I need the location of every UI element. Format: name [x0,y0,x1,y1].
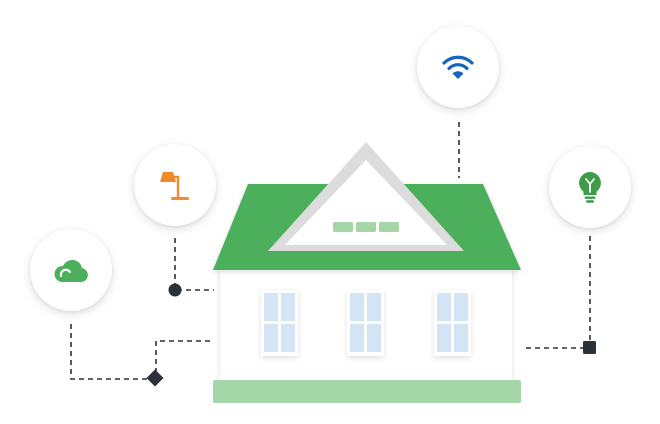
house [213,142,521,403]
window-center [347,290,384,356]
connector-cloud-upper [155,340,214,373]
attic-vent-3 [379,222,399,232]
lamp-device-button[interactable] [134,144,216,226]
house-gable-inner [285,160,447,245]
connector-cloud [70,324,150,380]
connector-lamp [174,238,214,291]
window-left [261,290,298,356]
connector-bulb [526,236,591,349]
attic-vent-1 [333,222,353,232]
cloud-device-button[interactable] [30,229,112,311]
connector-node-lamp [168,283,182,297]
wifi-icon [442,55,474,79]
connector-node-cloud [146,369,164,387]
desk-lamp-icon [160,172,189,200]
bulb-device-button[interactable] [549,146,631,228]
connector-node-bulb [583,341,596,354]
cloud-icon [54,259,88,282]
lightbulb-icon [579,172,601,203]
house-foundation [213,380,521,403]
wifi-device-button[interactable] [417,26,499,108]
window-right [434,290,471,356]
attic-vent-2 [356,222,376,232]
